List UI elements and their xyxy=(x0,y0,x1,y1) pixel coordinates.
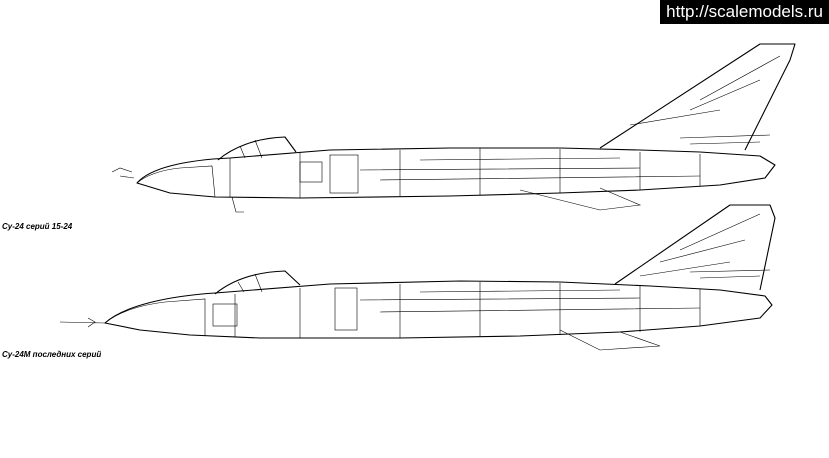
caption-su24: Су-24 серий 15-24 xyxy=(2,222,73,231)
watermark: http://scalemodels.ru xyxy=(660,0,829,24)
caption-su24m: Су-24М последних серий xyxy=(2,350,102,359)
aircraft-su24m xyxy=(59,204,776,351)
aircraft-su24 xyxy=(111,43,796,213)
